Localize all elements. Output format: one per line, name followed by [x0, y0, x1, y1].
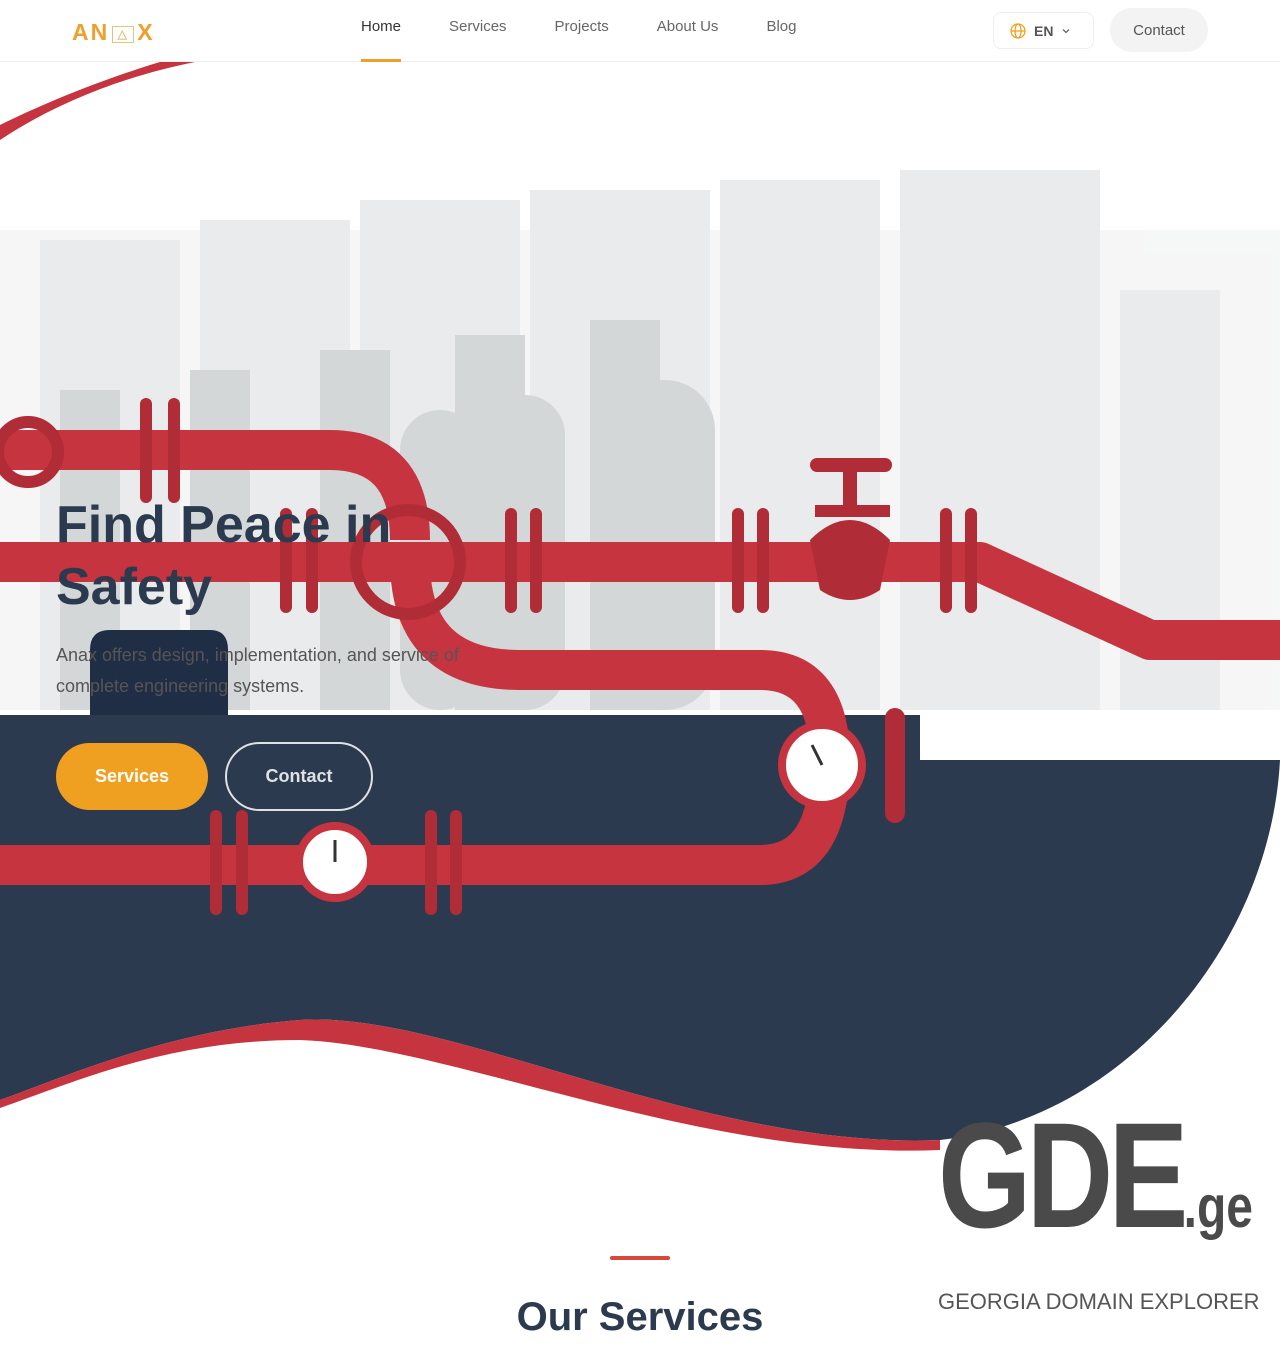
- contact-button[interactable]: Contact: [1110, 8, 1208, 52]
- watermark-tld: .ge: [1183, 1173, 1254, 1240]
- nav-services[interactable]: Services: [449, 18, 507, 35]
- gde-watermark-logo: GDE.ge GEORGIA DOMAIN EXPLORER: [938, 1100, 1280, 1315]
- nav-about-us[interactable]: About Us: [656, 18, 719, 35]
- globe-icon: [1010, 22, 1026, 39]
- language-label: EN: [1034, 22, 1054, 39]
- section-accent-bar: [610, 1256, 670, 1260]
- nav-blog[interactable]: Blog: [766, 18, 797, 35]
- hero-description: Anax offers design, implementation, and …: [56, 645, 459, 696]
- hero-title: Find Peace in Safety: [56, 496, 392, 616]
- language-selector[interactable]: EN: [993, 12, 1094, 49]
- services-button[interactable]: Services: [56, 743, 208, 810]
- hero-illustration: [0, 62, 1280, 1151]
- watermark-tagline: GEORGIA DOMAIN EXPLORER: [938, 1289, 1260, 1314]
- section-title: Our Services: [516, 1295, 764, 1339]
- nav-home[interactable]: Home: [361, 0, 402, 62]
- chevron-down-icon: [1062, 28, 1070, 33]
- main-nav: Home Services Projects About Us Blog: [361, 0, 844, 62]
- header: AN△X Home Services Projects About Us Blo…: [0, 0, 1280, 62]
- nav-projects[interactable]: Projects: [554, 18, 609, 35]
- hero-contact-button[interactable]: Contact: [225, 742, 373, 811]
- watermark-name: GDE: [938, 1091, 1188, 1259]
- logo[interactable]: AN△X: [72, 19, 155, 45]
